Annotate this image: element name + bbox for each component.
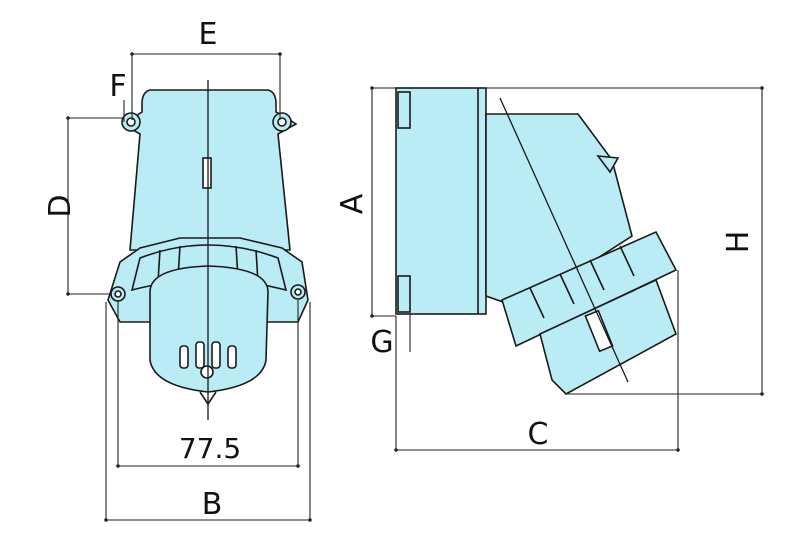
label-b: B (202, 487, 223, 522)
side-dimensions (370, 86, 764, 452)
side-angled-body (485, 113, 633, 309)
label-a: A (335, 193, 370, 214)
side-back-plate (395, 87, 487, 315)
front-dimensions (66, 52, 312, 522)
label-h: H (721, 231, 756, 254)
label-e: E (199, 17, 218, 52)
label-c: C (528, 417, 549, 452)
label-f: F (109, 69, 126, 104)
label-g: G (370, 325, 393, 360)
side-view (395, 87, 678, 395)
side-ring (501, 230, 678, 348)
front-pins (179, 341, 237, 379)
label-d: D (43, 194, 78, 217)
front-latch-slot (202, 157, 212, 189)
label-77-5: 77.5 (179, 432, 241, 465)
